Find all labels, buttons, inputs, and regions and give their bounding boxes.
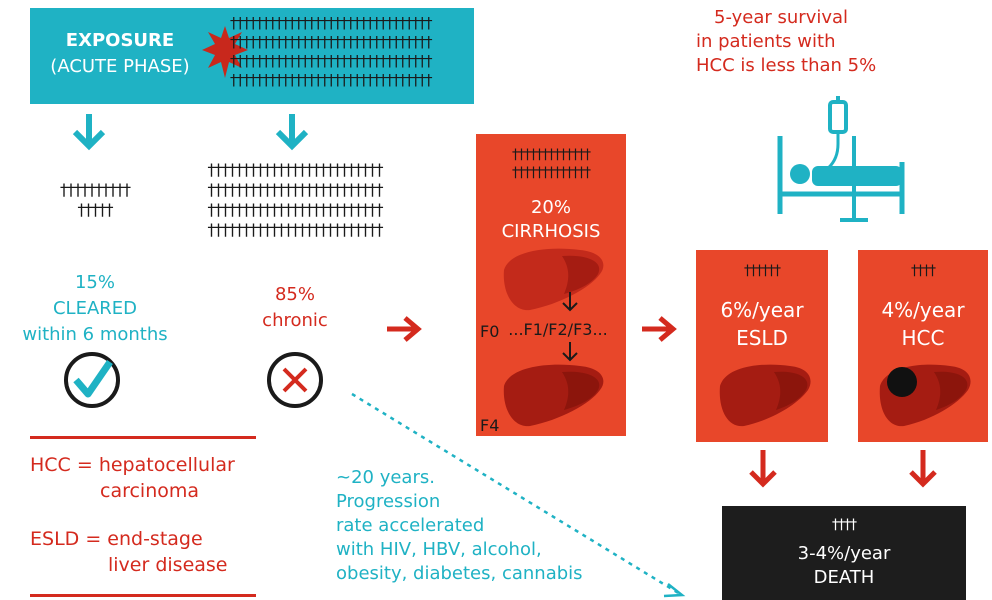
chronic-label: 85% chronic [230,282,360,334]
hcc-rate: 4%/year [881,298,965,322]
cirrhosis-crowd-row: ††††††††††††† [512,147,591,163]
cleared-title: CLEARED [52,298,138,319]
cirrhosis-title: CIRRHOSIS [501,221,601,242]
exposure-crowd-row: ††††††††††††††††††††††††††††††† [230,52,432,70]
survival-line: 5-year survival [714,7,849,28]
chronic-crowd: ††††††††††††††††††††††††† ††††††††††††††… [190,160,400,240]
progression-line: with HIV, HBV, alcohol, [336,539,542,560]
survival-note: 5-year survival in patients with HCC is … [696,6,986,78]
survival-line: HCC is less than 5% [696,55,877,76]
stage-f4: F4 [480,416,500,435]
chronic-crowd-row: ††††††††††††††††††††††††† [207,220,384,239]
hcc-crowd: †††† [911,263,936,279]
death-title: DEATH [813,567,875,588]
exposure-crowd: ††††††††††††††††††††††††††††††† ††††††††… [230,14,432,90]
progression-arrow [351,392,686,598]
glossary-hcc-cont: carcinoma [100,480,200,502]
chronic-crowd-row: ††††††††††††††††††††††††† [207,180,384,199]
glossary: HCC = hepatocellular carcinoma ESLD = en… [30,452,270,578]
chronic-crowd-row: ††††††††††††††††††††††††† [207,200,384,219]
exposure-title: EXPOSURE [65,30,175,51]
checkmark-icon [64,352,120,408]
cleared-sub: within 6 months [22,324,168,345]
arrow-down-icon [562,292,578,312]
esld-rate: 6%/year [720,298,804,322]
progression-line: rate accelerated [336,515,485,536]
chronic-title: chronic [262,310,328,331]
progression-line: ~20 years. [336,467,435,488]
esld-crowd: †††††† [744,263,781,279]
progression-note: ~20 years. Progression rate accelerated … [336,466,646,586]
cleared-crowd: †††††††††† ††††† [40,180,150,220]
chronic-pct: 85% [274,284,315,305]
hcc-label: 4%/year HCC [858,296,988,352]
cross-icon [267,352,323,408]
exposure-subtitle: (ACUTE PHASE) [50,56,190,77]
arrow-down-icon [275,114,309,151]
arrow-down-icon [749,450,777,488]
cirrhosis-crowd: ††††††††††††† ††††††††††††† [486,146,616,182]
progression-line: obesity, diabetes, cannabis [336,563,583,584]
liver-icon [503,364,604,427]
death-crowd: †††† [832,517,857,533]
death-label: 3-4%/year DEATH [722,542,966,590]
exposure-box [30,8,474,104]
cleared-crowd-row: ††††† [77,200,114,219]
arrow-right-icon [387,316,422,342]
cirrhosis-crowd-row: ††††††††††††† [512,165,591,181]
stage-f0: F0 [480,322,500,341]
exposure-crowd-row: ††††††††††††††††††††††††††††††† [230,14,432,32]
esld-title: ESLD [736,326,788,350]
cleared-label: 15% CLEARED within 6 months [0,270,190,348]
cleared-crowd-row: †††††††††† [60,180,131,199]
cleared-pct: 15% [74,272,115,293]
glossary-esld-cont: liver disease [108,554,228,576]
cirrhosis-pct: 20% [530,197,571,218]
liver-icon [719,364,811,427]
splash-icon [202,26,248,78]
glossary-esld: ESLD = end-stage [30,528,203,550]
hospital-bed-icon [777,96,905,222]
divider [30,436,256,439]
death-rate: 3-4%/year [797,543,891,564]
esld-label: 6%/year ESLD [696,296,828,352]
arrow-down-icon [909,450,937,488]
arrow-right-icon [642,316,677,342]
arrow-down-icon [562,342,578,362]
liver-icon [503,248,604,311]
liver-tumor-icon [879,364,971,427]
stage-f1-f3: ...F1/F2/F3... [508,320,608,339]
death-box [722,506,966,600]
chronic-crowd-row: ††††††††††††††††††††††††† [207,160,384,179]
progression-line: Progression [336,491,441,512]
survival-line: in patients with [696,31,836,52]
arrow-down-icon [72,114,106,151]
exposure-crowd-row: ††††††††††††††††††††††††††††††† [230,71,432,89]
exposure-crowd-row: ††††††††††††††††††††††††††††††† [230,33,432,51]
cirrhosis-label: 20% CIRRHOSIS [476,196,626,244]
glossary-hcc: HCC = hepatocellular [30,454,235,476]
hcc-title: HCC [901,326,945,350]
divider [30,594,256,597]
